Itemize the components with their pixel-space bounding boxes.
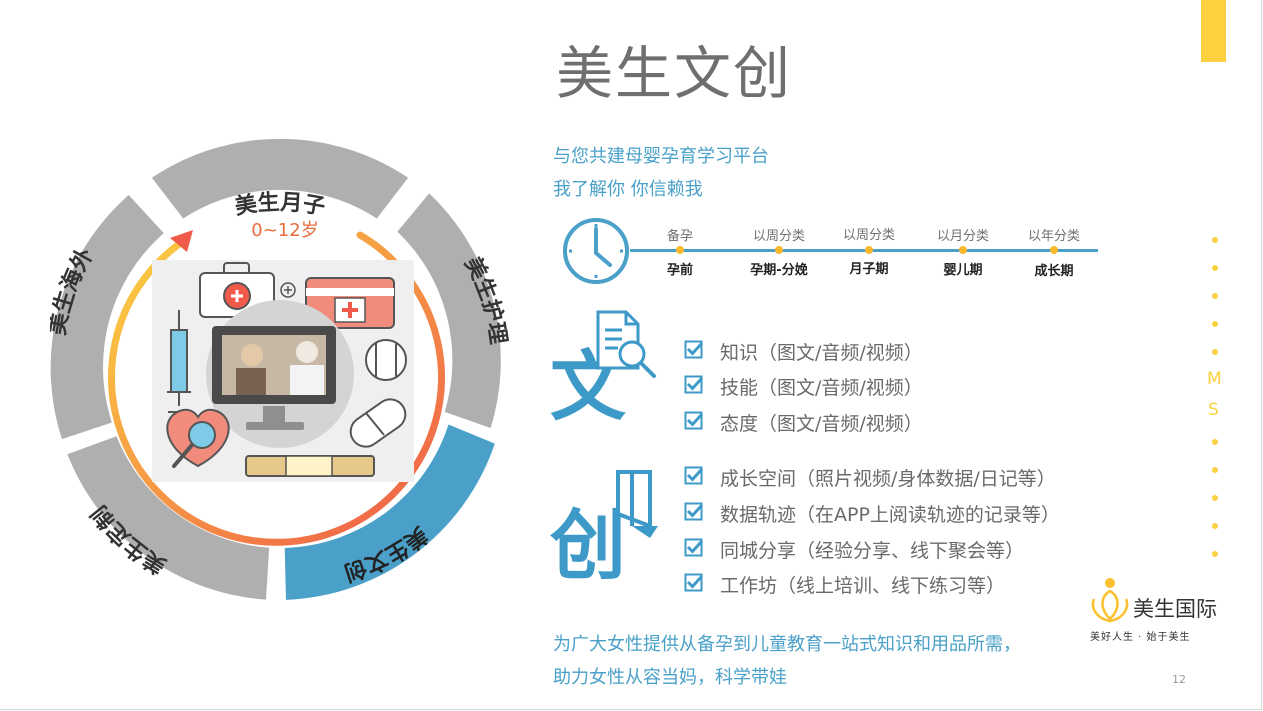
chuang-item: 数据轨迹（在APP上阅读轨迹的记录等）	[720, 504, 1060, 526]
segment-wenchuang[interactable]	[284, 424, 495, 600]
heart-magnifier-icon	[166, 408, 230, 468]
chuang-item: 同城分享（经验分享、线下聚会等）	[720, 540, 1025, 562]
timeline-dot	[959, 246, 967, 254]
checkbox-icon	[684, 340, 703, 359]
timeline-label: 以周分类	[842, 228, 896, 243]
timeline-stage: 成长期	[1034, 264, 1074, 279]
document-search-icon	[596, 310, 656, 378]
segment-huli[interactable]	[397, 193, 501, 428]
timeline-dot	[676, 246, 684, 254]
arc-arrowhead	[170, 230, 193, 252]
checkbox-icon	[684, 538, 703, 557]
accent-bar	[1201, 0, 1226, 62]
side-letter-s: S	[1208, 400, 1219, 420]
bottom-text-2: 助力女性从容当妈，科学带娃	[553, 667, 787, 688]
checkbox-icon	[684, 375, 703, 394]
timeline-dot	[1050, 246, 1058, 254]
timeline-dot	[865, 246, 873, 254]
monitor-icon	[206, 300, 354, 448]
page-title: 美生文创	[556, 41, 792, 107]
bottom-text-1: 为广大女性提供从备孕到儿童教育一站式知识和用品所需，	[553, 634, 1021, 655]
logo-slogan: 美好人生 · 始于美生	[1090, 632, 1191, 643]
segment-label-yuezi: 美生月子	[233, 190, 327, 220]
timeline-label: 以月分类	[936, 229, 990, 244]
segment-haiwai[interactable]	[50, 195, 164, 440]
subtitle-2: 我了解你 你信赖我	[553, 179, 703, 200]
checkbox-icon	[684, 411, 703, 430]
wheel-segments	[50, 138, 501, 600]
pill-icon	[365, 339, 407, 381]
plus-icon	[280, 282, 296, 298]
timeline-dot	[775, 246, 783, 254]
wen-item: 技能（图文/音频/视频）	[720, 377, 923, 399]
segment-yuezi[interactable]	[151, 138, 409, 219]
side-letter-m: M	[1207, 369, 1222, 389]
timeline-stage: 婴儿期	[943, 263, 983, 278]
side-dot	[1212, 551, 1218, 557]
side-dot	[1212, 349, 1218, 355]
chuang-item: 工作坊（线上培训、线下练习等）	[720, 575, 1006, 597]
timeline-label: 以年分类	[1027, 229, 1081, 244]
side-dot	[1212, 495, 1218, 501]
age-range-label: 0~12岁	[251, 220, 318, 241]
syringe-icon	[167, 310, 191, 413]
bandage-icon	[245, 455, 375, 477]
age-arc	[108, 231, 445, 546]
medical-illustration	[152, 260, 414, 482]
health-card-icon	[305, 277, 395, 329]
chuang-char: 创	[550, 501, 626, 590]
timeline-label: 以周分类	[752, 229, 806, 244]
checkbox-icon	[684, 573, 703, 592]
side-dot	[1212, 237, 1218, 243]
wen-item: 知识（图文/音频/视频）	[720, 342, 923, 364]
bookmark-icon	[616, 470, 658, 538]
segment-dingzhi[interactable]	[67, 436, 270, 600]
brand-logo-icon	[1091, 578, 1129, 623]
pregnancy-timeline: 备孕 孕前 以周分类 孕期-分娩 以周分类 月子期 以月分类 婴儿期 以年分类 …	[560, 212, 1120, 292]
checkbox-icon	[684, 466, 703, 485]
side-dot	[1212, 293, 1218, 299]
timeline-stage: 孕期-分娩	[750, 263, 808, 278]
side-dot	[1212, 467, 1218, 473]
timeline-stage: 月子期	[849, 262, 889, 277]
subtitle-1: 与您共建母婴孕育学习平台	[553, 146, 769, 167]
side-dot	[1212, 439, 1218, 445]
capsule-icon	[349, 398, 407, 448]
service-wheel: 美生月子 美生护理 美生文创 美生定制 美生海外 0~12岁	[50, 138, 510, 600]
timeline-stage: 孕前	[666, 263, 694, 278]
timeline-line	[630, 249, 1098, 252]
clock-icon	[563, 218, 629, 284]
timeline-label: 备孕	[666, 229, 694, 244]
page-number: 12	[1172, 673, 1186, 686]
side-dot	[1212, 265, 1218, 271]
wen-item: 态度（图文/音频/视频）	[720, 413, 923, 435]
side-dot	[1212, 321, 1218, 327]
chuang-item: 成长空间（照片视频/身体数据/日记等）	[720, 468, 1056, 490]
checkbox-icon	[684, 502, 703, 521]
side-dot	[1212, 523, 1218, 529]
logo-name: 美生国际	[1133, 597, 1217, 621]
